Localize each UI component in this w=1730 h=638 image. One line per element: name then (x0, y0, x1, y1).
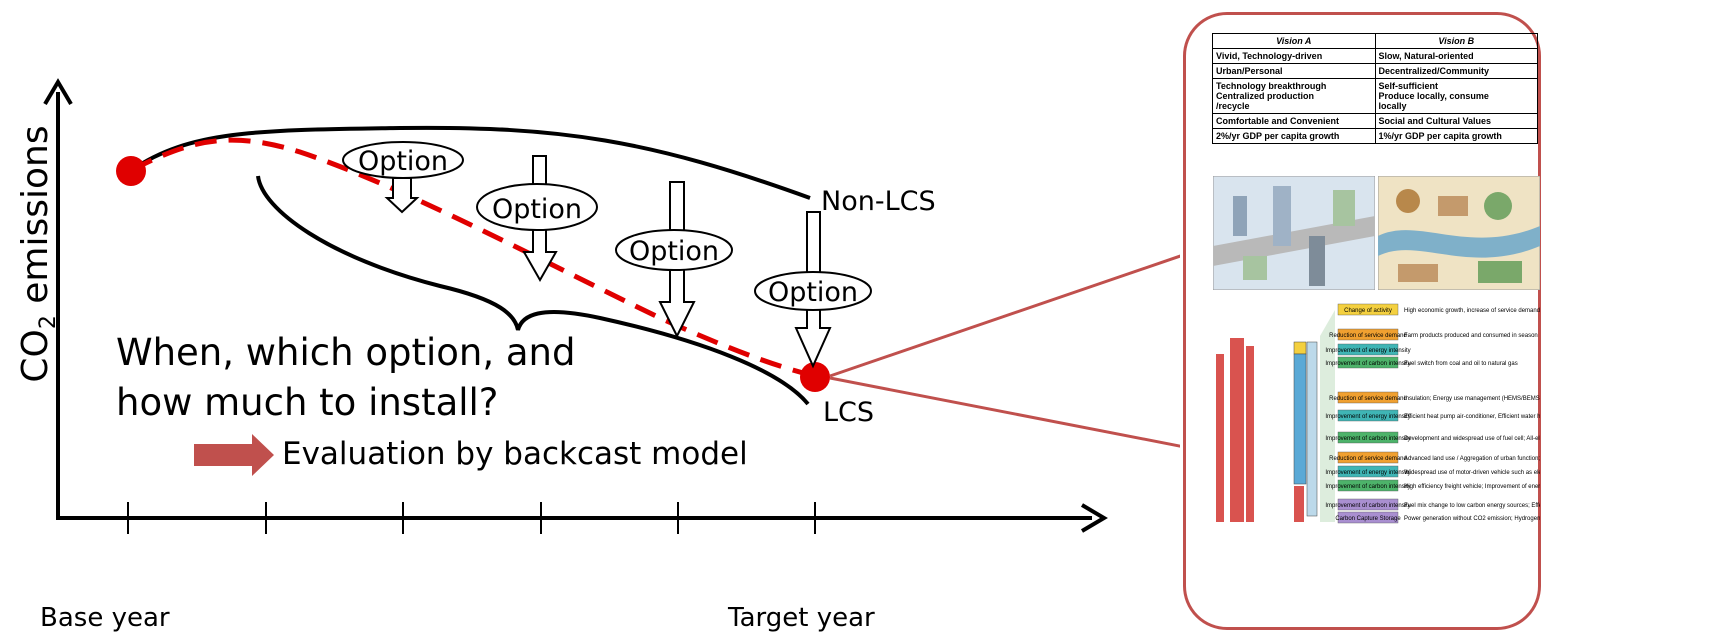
option-text-1: Option (358, 146, 448, 177)
vision-b-cell: Self-sufficient Produce locally, consume… (1374, 78, 1538, 114)
option-bubble-2 (476, 183, 598, 231)
measure-category-label: Reduction of service demand (1329, 456, 1407, 462)
measure-category-label: Carbon Capture Storage (1335, 516, 1401, 522)
option-bubble-4 (754, 271, 872, 311)
option-bubble-1 (342, 141, 464, 179)
measure-category-box (1337, 328, 1399, 341)
measure-description: Fuel switch from coal and oil to natural… (1404, 361, 1518, 367)
option-text-3: Option (629, 236, 719, 267)
measure-category-label: Improvement of carbon intensity (1325, 484, 1410, 490)
non-lcs-curve (130, 125, 811, 200)
lcs-label: LCS (823, 397, 875, 428)
question-line-2: how much to install? (116, 381, 499, 424)
x-axis-ticks (127, 502, 816, 534)
measure-category-box (1337, 409, 1399, 422)
y-axis-arrowhead (43, 78, 73, 106)
vision-a-cell: Urban/Personal (1212, 63, 1376, 79)
measure-description: High economic growth, increase of servic… (1404, 308, 1540, 314)
non-lcs-label: Non-LCS (821, 186, 936, 217)
measure-category-box (1337, 498, 1399, 511)
target-point (800, 362, 830, 392)
vision-a-city-image (1213, 176, 1375, 290)
measure-description: Efficient heat pump air-conditioner, Eff… (1404, 414, 1540, 420)
measure-category-label: Improvement of energy intensity (1325, 348, 1410, 354)
question-line-1: When, which option, and (116, 331, 576, 374)
vision-a-cell: 2%/yr GDP per capita growth (1212, 128, 1376, 144)
option-brace (256, 175, 810, 406)
callout-connector-top (829, 254, 1180, 378)
measure-description: Fuel mix change to low carbon energy sou… (1404, 503, 1540, 509)
option-bubble-3 (615, 229, 733, 271)
measure-category-box (1337, 343, 1399, 356)
measure-category-label: Change of activity (1344, 308, 1392, 314)
x-label-base-year: Base year (40, 603, 170, 633)
measure-category-label: Improvement of carbon intensity (1325, 436, 1410, 442)
measure-description: Farm products produced and consumed in s… (1404, 333, 1538, 339)
option-arrow-1 (384, 177, 420, 214)
measure-category-box (1337, 391, 1399, 404)
measure-description: Insulation; Energy use management (HEMS/… (1404, 396, 1540, 402)
measure-category-box (1337, 451, 1399, 464)
x-label-target-year: Target year (728, 603, 875, 633)
measure-category-box (1337, 356, 1399, 369)
evaluation-arrow (194, 434, 274, 476)
vision-b-cell: Social and Cultural Values (1374, 113, 1538, 129)
base-point (116, 156, 146, 186)
measure-category-label: Reduction of service demand (1329, 396, 1407, 402)
measure-category-label: Improvement of energy intensity (1325, 414, 1410, 420)
table-row: Comfortable and Convenient Social and Cu… (1212, 113, 1538, 129)
measures-chart: Change of activity High economic growth, … (1216, 303, 1540, 524)
vision-b-cell: Slow, Natural-oriented (1374, 48, 1538, 64)
measure-description: Advanced land use / Aggregation of urban… (1404, 456, 1540, 462)
measure-description: Development and widespread use of fuel c… (1404, 436, 1540, 442)
vision-a-cell: Vivid, Technology-driven (1212, 48, 1376, 64)
vision-b-header: Vision B (1374, 33, 1538, 49)
measure-category-label: Improvement of carbon intensity (1325, 503, 1410, 509)
vision-b-cell: Decentralized/Community (1374, 63, 1538, 79)
vision-a-cell: Comfortable and Convenient (1212, 113, 1376, 129)
measure-category-box (1337, 465, 1399, 478)
y-axis-label: CO2 emissions (15, 125, 62, 383)
option-text-4: Option (768, 277, 858, 308)
table-row: Vivid, Technology-driven Slow, Natural-o… (1212, 48, 1538, 64)
x-axis-arrowhead (1080, 503, 1108, 533)
table-row: Technology breakthrough Centralized prod… (1212, 78, 1538, 114)
measure-category-box (1337, 511, 1399, 524)
evaluation-label: Evaluation by backcast model (282, 436, 748, 472)
measure-category-box (1337, 431, 1399, 444)
measure-description: Widespread use of motor-driven vehicle s… (1404, 470, 1540, 476)
measure-category-box (1337, 303, 1399, 316)
vision-b-city-image (1378, 176, 1540, 290)
callout-connector-bottom (829, 376, 1180, 448)
measure-category-label: Improvement of carbon intensity (1325, 361, 1410, 367)
measure-description: High efficiency freight vehicle; Improve… (1404, 484, 1540, 490)
measure-category-label: Improvement of energy intensity (1325, 470, 1410, 476)
backcast-diagram: Option Option Option Option (43, 78, 1180, 534)
measure-category-label: Reduction of service demand (1329, 333, 1407, 339)
table-row: 2%/yr GDP per capita growth 1%/yr GDP pe… (1212, 128, 1538, 144)
vision-a-header: Vision A (1212, 33, 1376, 49)
measure-description: Power generation without CO2 emission; H… (1404, 516, 1540, 522)
table-row: Urban/Personal Decentralized/Community (1212, 63, 1538, 79)
vision-table: Vision A Vision B Vivid, Technology-driv… (1212, 33, 1538, 144)
measure-category-box (1337, 479, 1399, 492)
vision-a-cell: Technology breakthrough Centralized prod… (1212, 78, 1376, 114)
option-text-2: Option (492, 194, 582, 225)
lcs-dashed-pathway (130, 137, 816, 379)
vision-b-cell: 1%/yr GDP per capita growth (1374, 128, 1538, 144)
